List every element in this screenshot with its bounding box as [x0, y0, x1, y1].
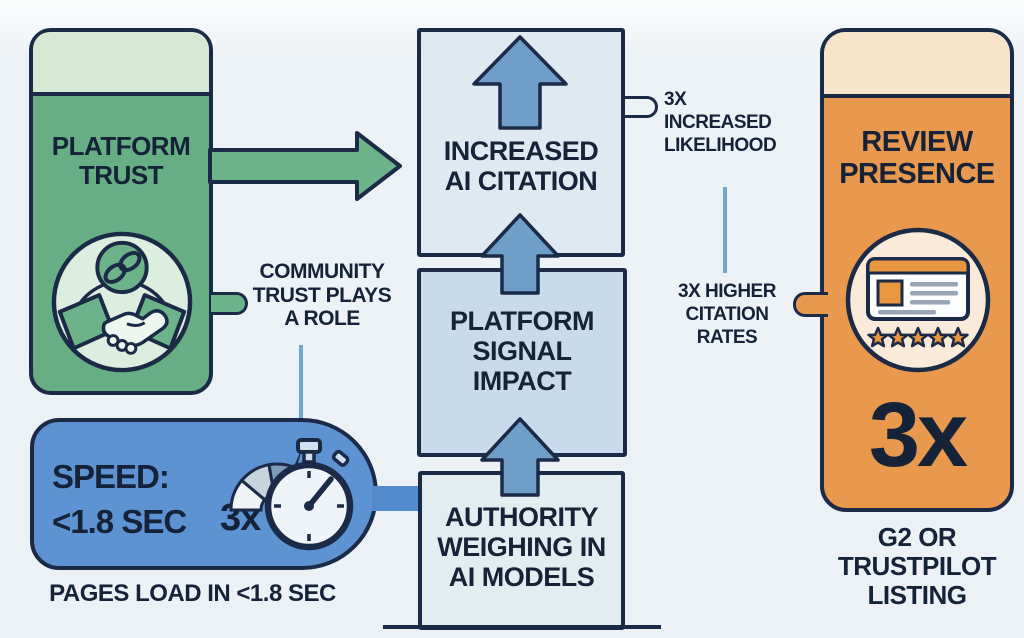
rates-line2: CITATION — [685, 304, 769, 326]
authority-weighing-label: AUTHORITY WEIGHING IN AI MODELS — [418, 502, 625, 593]
top-box-line1: INCREASED — [443, 136, 599, 166]
likelihood-annotation: 3X INCREASED LIKELIHOOD — [664, 88, 777, 158]
authority-to-signal-arrow — [480, 417, 560, 497]
platform-signal-impact-label: PLATFORM SIGNAL IMPACT — [417, 306, 627, 397]
speed-caption: PAGES LOAD IN <1.8 SEC — [49, 580, 336, 607]
authority-weighing-box — [418, 471, 625, 630]
review-caption-line1: G2 OR — [877, 522, 957, 552]
mid-box-line2: SIGNAL — [472, 336, 572, 367]
review-title-line1: REVIEW — [861, 126, 973, 158]
review-caption-line3: LISTING — [867, 580, 967, 611]
review-caption-line2: TRUSTPILOT — [837, 551, 997, 582]
review-stars-icon — [845, 227, 991, 373]
trust-card-title: PLATFORM TRUST — [33, 131, 209, 191]
trust-to-citation-arrow — [208, 131, 402, 201]
handshake-link-icon — [51, 231, 193, 373]
citation-to-likelihood-connector — [623, 96, 658, 118]
increased-ai-citation-label: INCREASED AI CITATION — [417, 136, 625, 196]
bot-box-line2: WEIGHING IN — [437, 532, 606, 563]
community-note-line1: COMMUNITY — [259, 260, 386, 283]
rates-line3: RATES — [696, 327, 758, 349]
review-card-top-band — [824, 32, 1010, 98]
community-note-line3: A ROLE — [284, 307, 360, 331]
review-caption: G2 OR TRUSTPILOT LISTING — [822, 522, 1012, 611]
speed-to-authority-connector — [372, 486, 421, 511]
mid-box-line1: PLATFORM — [450, 306, 594, 336]
trust-card-top-band — [33, 32, 209, 96]
likelihood-to-rates-connector — [723, 187, 727, 273]
signal-to-citation-arrow — [480, 213, 560, 295]
review-to-rates-connector — [793, 292, 828, 317]
speed-card-title: SPEED: <1.8 SEC — [52, 455, 187, 544]
review-title-line2: PRESENCE — [839, 158, 995, 191]
trust-card-title-line2: TRUST — [78, 160, 164, 191]
review-multiplier: 3x — [868, 384, 968, 486]
likelihood-line2: INCREASED — [664, 112, 772, 134]
baseline-rule — [383, 625, 661, 629]
mid-box-line3: IMPACT — [472, 366, 572, 397]
rates-line1: 3X HIGHER — [678, 281, 776, 302]
bot-box-line3: AI MODELS — [448, 562, 595, 593]
community-trust-note: COMMUNITY TRUST PLAYS A ROLE — [246, 260, 398, 331]
bot-box-line1: AUTHORITY — [445, 502, 599, 532]
speed-title-line2: <1.8 SEC — [52, 502, 187, 540]
stopwatch-gauge-icon — [229, 438, 354, 551]
community-note-line2: TRUST PLAYS — [252, 283, 392, 307]
trust-to-community-connector — [211, 292, 248, 315]
speed-title-line1: SPEED: — [52, 458, 170, 495]
likelihood-line3: LIKELIHOOD — [664, 135, 777, 157]
review-card-title: REVIEW PRESENCE — [824, 126, 1010, 191]
community-to-speed-connector — [299, 345, 303, 419]
top-up-arrow — [472, 35, 568, 130]
trust-card-title-line1: PLATFORM — [51, 131, 191, 161]
citation-rates-annotation: 3X HIGHER CITATION RATES — [653, 280, 801, 350]
top-box-line2: AI CITATION — [444, 166, 598, 197]
likelihood-line1: 3X — [664, 89, 687, 110]
